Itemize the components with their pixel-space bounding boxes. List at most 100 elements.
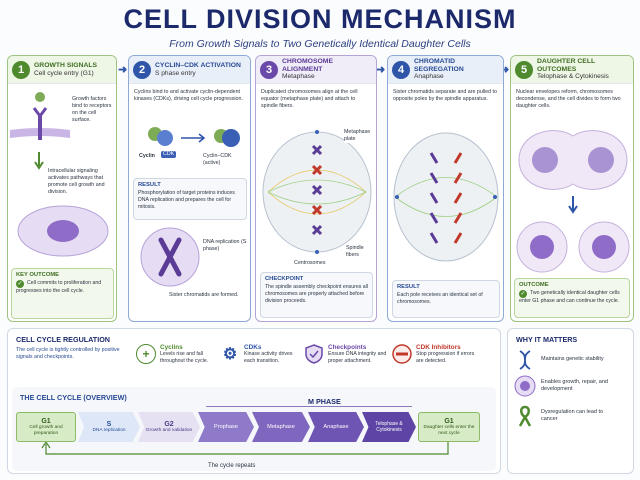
panel-subtitle: S phase entry: [155, 69, 196, 77]
regulator-title: CDK Inhibitors: [416, 344, 461, 351]
cyclin-text: Cyclins bind to and activate cyclin-depe…: [134, 89, 243, 103]
ribbon-icon: [518, 405, 532, 427]
step-number: 4: [392, 60, 410, 79]
check-icon: ✓: [16, 280, 24, 288]
regulator-title: CDKs: [244, 344, 262, 351]
regulator-desc: Ensure DNA integrity and proper attachme…: [328, 351, 387, 364]
page-title: CELL DIVISION MECHANISM: [123, 4, 517, 34]
dividing-cell-icon: [518, 130, 628, 190]
regulator-desc: Stop progression if errors are detected.: [416, 351, 475, 364]
metaphase-cell-icon: [262, 130, 372, 254]
cyclin-label: Cyclin: [139, 153, 155, 159]
check-icon: ✓: [519, 290, 527, 298]
stage-telophase: Telophase & Cytokinesis: [362, 412, 416, 442]
step-number: 5: [515, 60, 533, 79]
page-subtitle: From Growth Signals to Two Genetically I…: [169, 38, 471, 50]
next-arrow-icon: ➜: [500, 64, 510, 76]
spindle-fibers-label: Spindle fibers: [346, 245, 376, 260]
step-number: 2: [133, 60, 151, 79]
cyclin-cdk-icon: [148, 127, 240, 147]
why-it-matters-section: WHY IT MATTERS Maintains genetic stabili…: [507, 328, 634, 474]
key-outcome-box: KEY OUTCOME ✓Cell commits to proliferati…: [11, 268, 114, 319]
panel-subtitle: Metaphase: [282, 73, 315, 81]
checkpoint-box: CHECKPOINT The spindle assembly checkpoi…: [260, 272, 373, 318]
next-arrow-icon: ➜: [118, 64, 128, 76]
stage-anaphase: Anaphase: [308, 412, 364, 442]
box-text: Each pole receives an identical set of c…: [397, 292, 483, 306]
box-text: Cell commits to proliferation and progre…: [16, 280, 102, 294]
cell-icon: [17, 205, 109, 257]
cell-cycle-regulation-section: CELL CYCLE REGULATION The cell cycle is …: [7, 328, 501, 474]
next-arrow-icon: ➜: [376, 64, 386, 76]
panel-title: GROWTH SIGNALS: [34, 62, 98, 70]
chromosome-icon: [140, 227, 200, 287]
complex-label: Cyclin–CDK (active): [203, 153, 232, 167]
sister-chromatids-label: Sister chromatids are formed.: [169, 292, 239, 298]
panel-subtitle: Anaphase: [414, 73, 444, 81]
segregation-text: Sister chromatids separate and are pulle…: [393, 89, 497, 103]
regulator-title: Checkpoints: [328, 344, 367, 351]
down-arrow-icon: [34, 152, 44, 170]
cdk-label: CDK: [161, 151, 177, 159]
box-text: Phosphorylation of target proteins induc…: [138, 190, 235, 211]
panel-subtitle: Telophase & Cytokinesis: [537, 73, 609, 81]
regulator-desc: Levels rise and fall throughout the cycl…: [160, 351, 209, 364]
down-arrow-icon: [568, 196, 578, 214]
section-title: CELL CYCLE REGULATION: [16, 335, 110, 344]
outcome-box: OUTCOME ✓Two genetically identical daugh…: [514, 278, 630, 318]
stage-metaphase: Metaphase: [252, 412, 310, 442]
daughter-cell-icon: [578, 221, 630, 273]
cycle-return-arrow-icon: [41, 442, 449, 455]
centrosomes-label: Centrosomes: [294, 260, 326, 266]
cell-icon: [514, 375, 536, 397]
plus-icon: +: [136, 344, 156, 364]
box-title: CHECKPOINT: [265, 276, 304, 282]
why-item: Maintains genetic stability: [514, 349, 604, 371]
daughter-cell-icon: [516, 221, 568, 273]
step-number: 3: [260, 60, 278, 79]
panel-title: CHROMOSOME ALIGNMENT: [282, 58, 333, 73]
regulator-desc: Kinase activity drives each transition.: [244, 351, 293, 364]
box-text: The spindle assembly checkpoint ensures …: [265, 284, 368, 305]
box-title: RESULT: [397, 284, 420, 290]
cytokinesis-text: Nuclear envelopes reform, chromosomes de…: [516, 89, 621, 110]
box-title: RESULT: [138, 182, 161, 188]
gear-icon: ⚙: [222, 346, 238, 363]
panel-title: DAUGHTER CELL OUTCOMES: [537, 58, 596, 73]
panel-subtitle: Cell cycle entry (G1): [34, 69, 94, 77]
cycle-repeats-label: The cycle repeats: [208, 463, 256, 469]
stage-prophase: Prophase: [198, 412, 254, 442]
result-box: RESULT Each pole receives an identical s…: [392, 280, 500, 318]
why-item: Enables growth, repair, and development: [514, 375, 621, 397]
box-title: OUTCOME: [519, 282, 549, 288]
overview-title: THE CELL CYCLE (OVERVIEW): [20, 393, 127, 402]
growth-factor-text: Growth factors bind to receptors on the …: [72, 96, 112, 124]
step-number: 1: [12, 60, 30, 79]
signaling-text: Intracellular signaling activates pathwa…: [48, 168, 105, 196]
regulator-title: Cyclins: [160, 344, 183, 351]
result-box: RESULT Phosphorylation of target protein…: [133, 178, 247, 220]
alignment-text: Duplicated chromosomes align at the cell…: [261, 89, 358, 110]
anaphase-cell-icon: [393, 132, 499, 262]
panel-title: CHROMATID SEGREGATION: [414, 58, 464, 73]
panel-title: CYCLIN–CDK ACTIVATION: [155, 62, 241, 70]
box-text: Two genetically identical daughter cells…: [519, 290, 620, 304]
section-title: WHY IT MATTERS: [516, 335, 578, 344]
box-title: KEY OUTCOME: [16, 272, 60, 278]
dna-icon: [519, 350, 531, 370]
receptor-icon: [10, 92, 70, 140]
dna-replication-label: DNA replication (S phase): [203, 239, 247, 253]
